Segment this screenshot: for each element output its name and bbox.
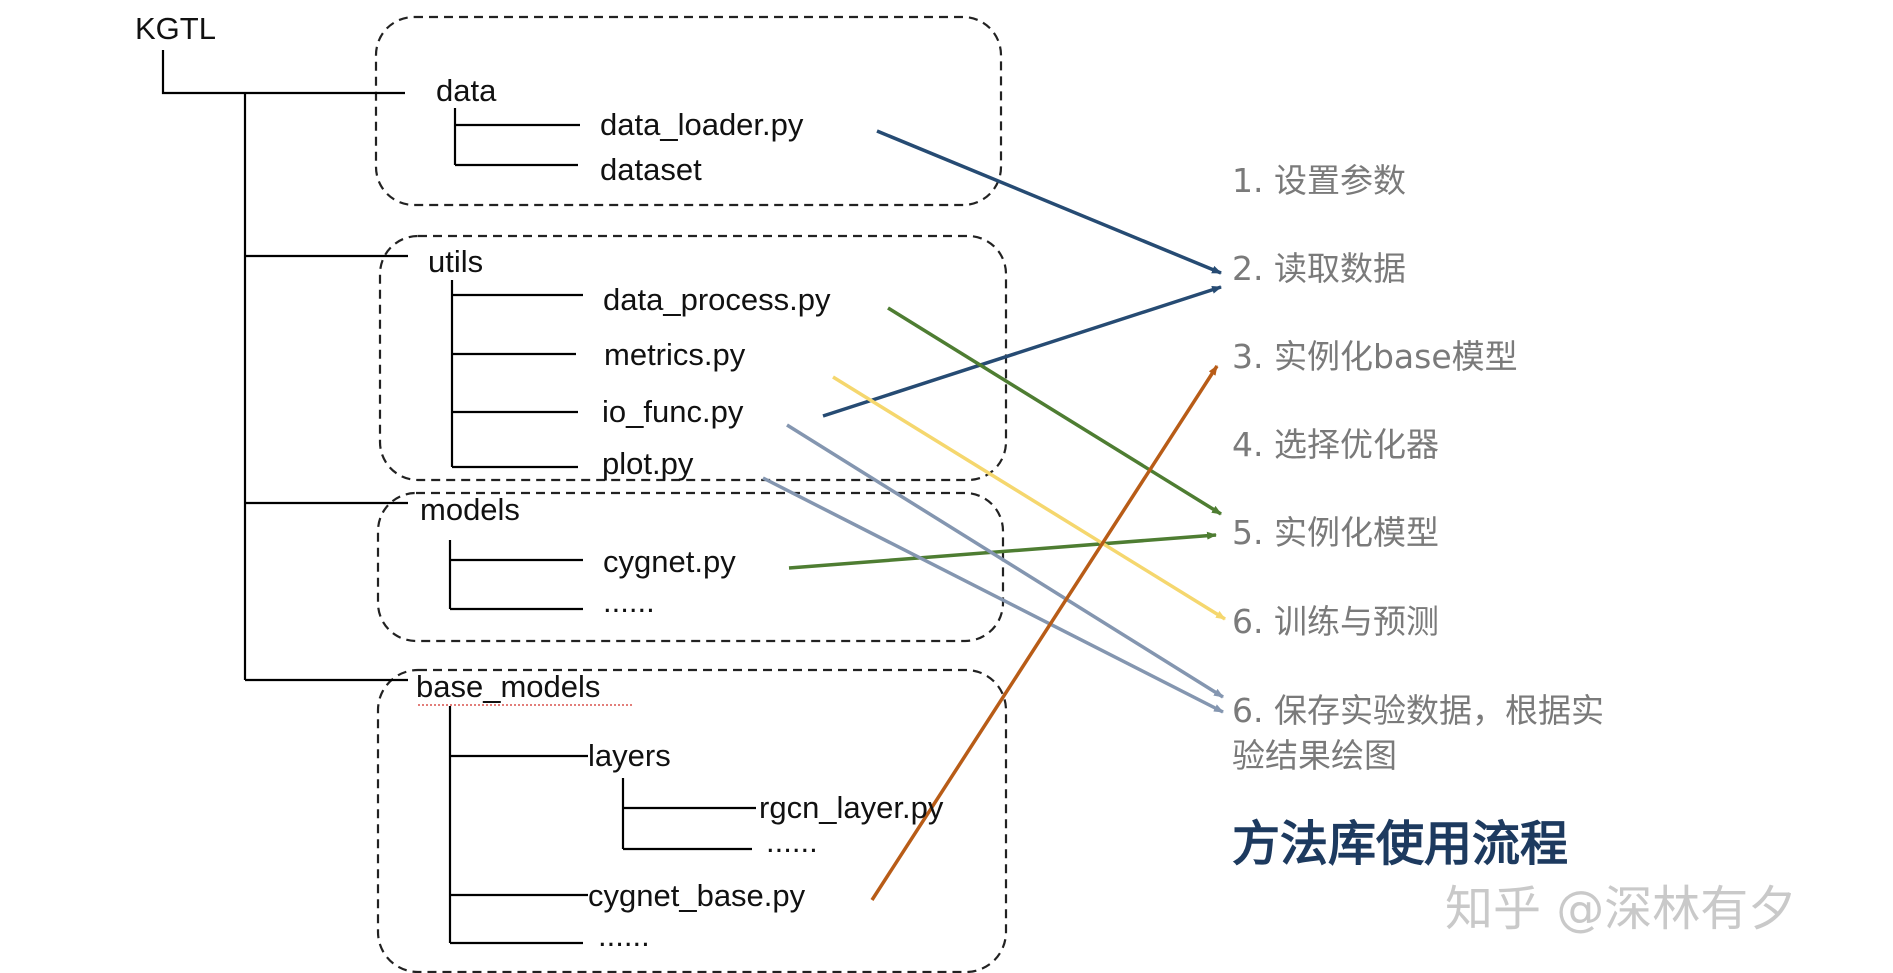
- folder-label-base-models: base_models: [416, 669, 600, 704]
- file-label-plot: plot.py: [602, 446, 694, 481]
- group-box-base-models: [376, 668, 1008, 973]
- file-label-data-process: data_process.py: [603, 282, 831, 317]
- file-label-models-more: ......: [603, 584, 655, 619]
- file-label-cygnet: cygnet.py: [603, 544, 736, 579]
- file-label-metrics: metrics.py: [604, 337, 746, 372]
- folder-label-models: models: [420, 492, 520, 527]
- arrow-data-loader-to-read-data: [876, 129, 1222, 275]
- step-7-label-line-2: 验结果绘图: [1232, 736, 1397, 775]
- arrow-plot-to-save-data: [762, 476, 1224, 714]
- file-label-layers-more: ......: [766, 824, 818, 859]
- step-5-label: 5. 实例化模型: [1232, 513, 1439, 552]
- file-label-dataset: dataset: [600, 152, 702, 187]
- file-label-data-loader: data_loader.py: [600, 107, 804, 142]
- root-label: KGTL: [135, 11, 216, 46]
- file-label-base-more: ......: [598, 918, 650, 953]
- file-label-io-func: io_func.py: [602, 394, 744, 429]
- group-box-models: [376, 491, 1005, 643]
- tree-root-stem: [161, 50, 405, 95]
- step-2-label: 2. 读取数据: [1232, 249, 1406, 288]
- folder-label-layers: layers: [588, 738, 671, 773]
- file-label-rgcn-layer: rgcn_layer.py: [759, 790, 944, 825]
- group-box-data: [374, 15, 1003, 207]
- watermark-text: 知乎 @深林有夕: [1445, 881, 1796, 937]
- step-4-label: 4. 选择优化器: [1232, 425, 1439, 464]
- folder-label-utils: utils: [428, 244, 483, 279]
- arrow-io-func-to-save-data: [786, 423, 1224, 699]
- arrow-data-process-to-instantiate-model: [887, 306, 1222, 516]
- folder-label-data: data: [436, 73, 497, 108]
- arrow-io-func-to-read-data: [822, 285, 1222, 418]
- step-7-label-line-1: 6. 保存实验数据，根据实: [1232, 691, 1604, 730]
- step-1-label: 1. 设置参数: [1232, 161, 1406, 200]
- arrow-cygnet-to-instantiate-model: [788, 531, 1217, 570]
- diagram-title: 方法库使用流程: [1232, 816, 1568, 872]
- file-label-cygnet-base: cygnet_base.py: [588, 878, 806, 913]
- arrow-metrics-to-train-predict: [832, 375, 1226, 621]
- step-3-label: 3. 实例化base模型: [1232, 337, 1518, 376]
- step-6-label: 6. 训练与预测: [1232, 602, 1439, 641]
- arrow-cygnet-base-to-instantiate-base: [870, 365, 1219, 901]
